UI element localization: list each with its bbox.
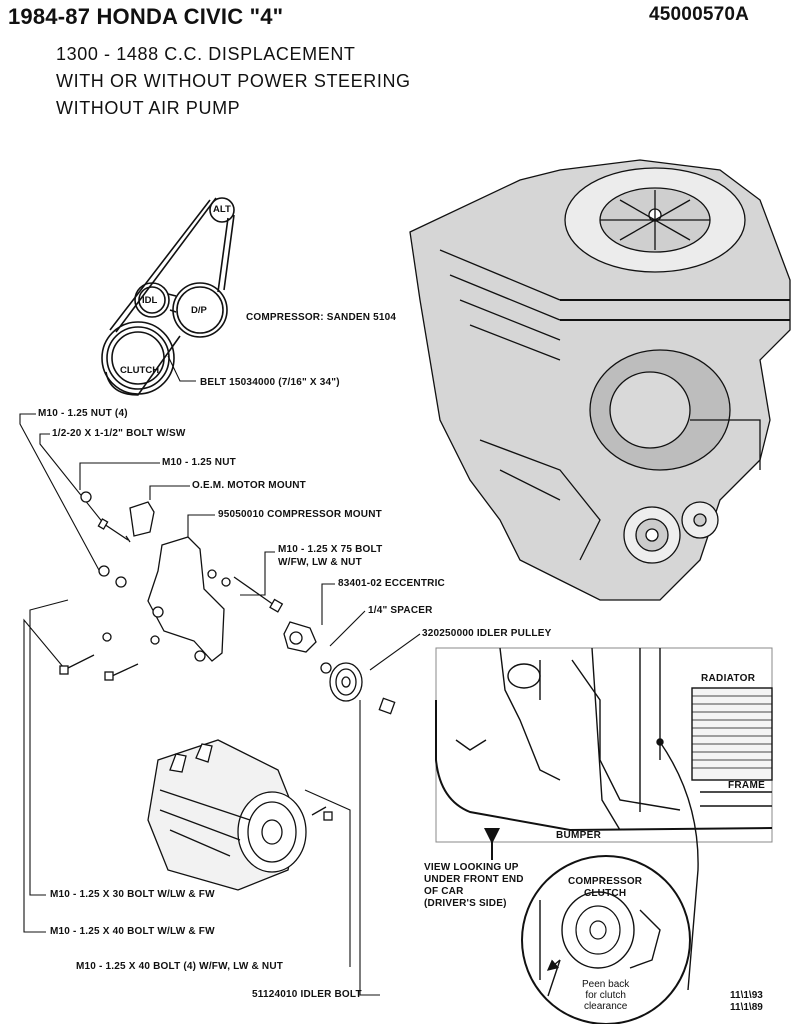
nut	[98, 565, 110, 577]
peen-note: Peen back for clutch clearance	[582, 979, 630, 1012]
part-label: 1/2-20 X 1-1/2" BOLT W/SW	[52, 428, 186, 439]
bolt	[311, 806, 327, 816]
spacer	[320, 662, 332, 674]
dp-pulley	[172, 282, 228, 338]
dp-label: D/P	[191, 305, 207, 316]
leader-lines	[19, 355, 421, 996]
exploded-parts	[59, 491, 396, 821]
bolt	[103, 523, 131, 543]
clutch-label: CLUTCH	[120, 365, 160, 376]
nut	[80, 491, 92, 503]
belt-routing-diagram	[101, 197, 235, 396]
part-label: M10 - 1.25 NUT	[162, 457, 236, 468]
nut	[221, 577, 231, 587]
bumper-label: BUMPER	[556, 830, 602, 841]
part-label: 320250000 IDLER PULLEY	[422, 628, 552, 639]
bolt	[233, 576, 275, 606]
bolt	[65, 654, 95, 670]
subtitle-line-2: WITH OR WITHOUT POWER STEERING	[56, 71, 411, 91]
part-label: M10 - 1.25 X 30 BOLT W/LW & FW	[50, 889, 215, 900]
part-label: 51124010 IDLER BOLT	[252, 989, 362, 1000]
part-label: M10 - 1.25 X 75 BOLT	[278, 544, 383, 555]
compressor-clutch-label: COMPRESSOR CLUTCH	[568, 876, 643, 899]
compressor-model-label: COMPRESSOR: SANDEN 5104	[246, 312, 397, 323]
part-label: 95050010 COMPRESSOR MOUNT	[218, 509, 382, 520]
part-label: M10 - 1.25 X 40 BOLT (4) W/FW, LW & NUT	[76, 961, 284, 972]
belt-label: BELT 15034000 (7/16" X 34")	[200, 377, 340, 388]
idler-bolt	[378, 697, 396, 715]
bolt	[111, 663, 139, 677]
part-label: W/FW, LW & NUT	[278, 557, 362, 568]
page-title: 1984-87 HONDA CIVIC "4"	[8, 4, 284, 29]
compressor-mount	[147, 536, 225, 662]
part-label: 83401-02 ECCENTRIC	[338, 578, 445, 589]
part-number: 45000570A	[649, 4, 750, 25]
subtitle-line-1: 1300 - 1488 C.C. DISPLACEMENT	[56, 44, 356, 64]
compressor	[147, 739, 307, 891]
engine-illustration	[409, 159, 791, 601]
frame-label: FRAME	[728, 780, 766, 791]
nut	[207, 569, 217, 579]
oem-motor-mount	[129, 501, 155, 537]
radiator-core	[691, 687, 773, 781]
part-label: 1/4" SPACER	[368, 605, 433, 616]
subtitle-line-3: WITHOUT AIR PUMP	[56, 98, 241, 118]
clutch-detail-circle	[521, 855, 691, 1024]
under-car-view	[435, 647, 773, 991]
idl-label: IDL	[142, 295, 158, 306]
nut	[102, 632, 112, 642]
part-label: M10 - 1.25 NUT (4)	[38, 408, 128, 419]
revision-dates: 11\1\93 11\1\89	[730, 990, 763, 1013]
alt-label: ALT	[213, 204, 231, 215]
nut	[150, 635, 160, 645]
view-caption: VIEW LOOKING UP UNDER FRONT END OF CAR (…	[424, 862, 524, 909]
alt-pulley	[209, 197, 235, 223]
part-label: M10 - 1.25 X 40 BOLT W/LW & FW	[50, 926, 215, 937]
radiator-label: RADIATOR	[701, 673, 756, 684]
part-label: O.E.M. MOTOR MOUNT	[192, 480, 306, 491]
nut	[115, 576, 127, 588]
